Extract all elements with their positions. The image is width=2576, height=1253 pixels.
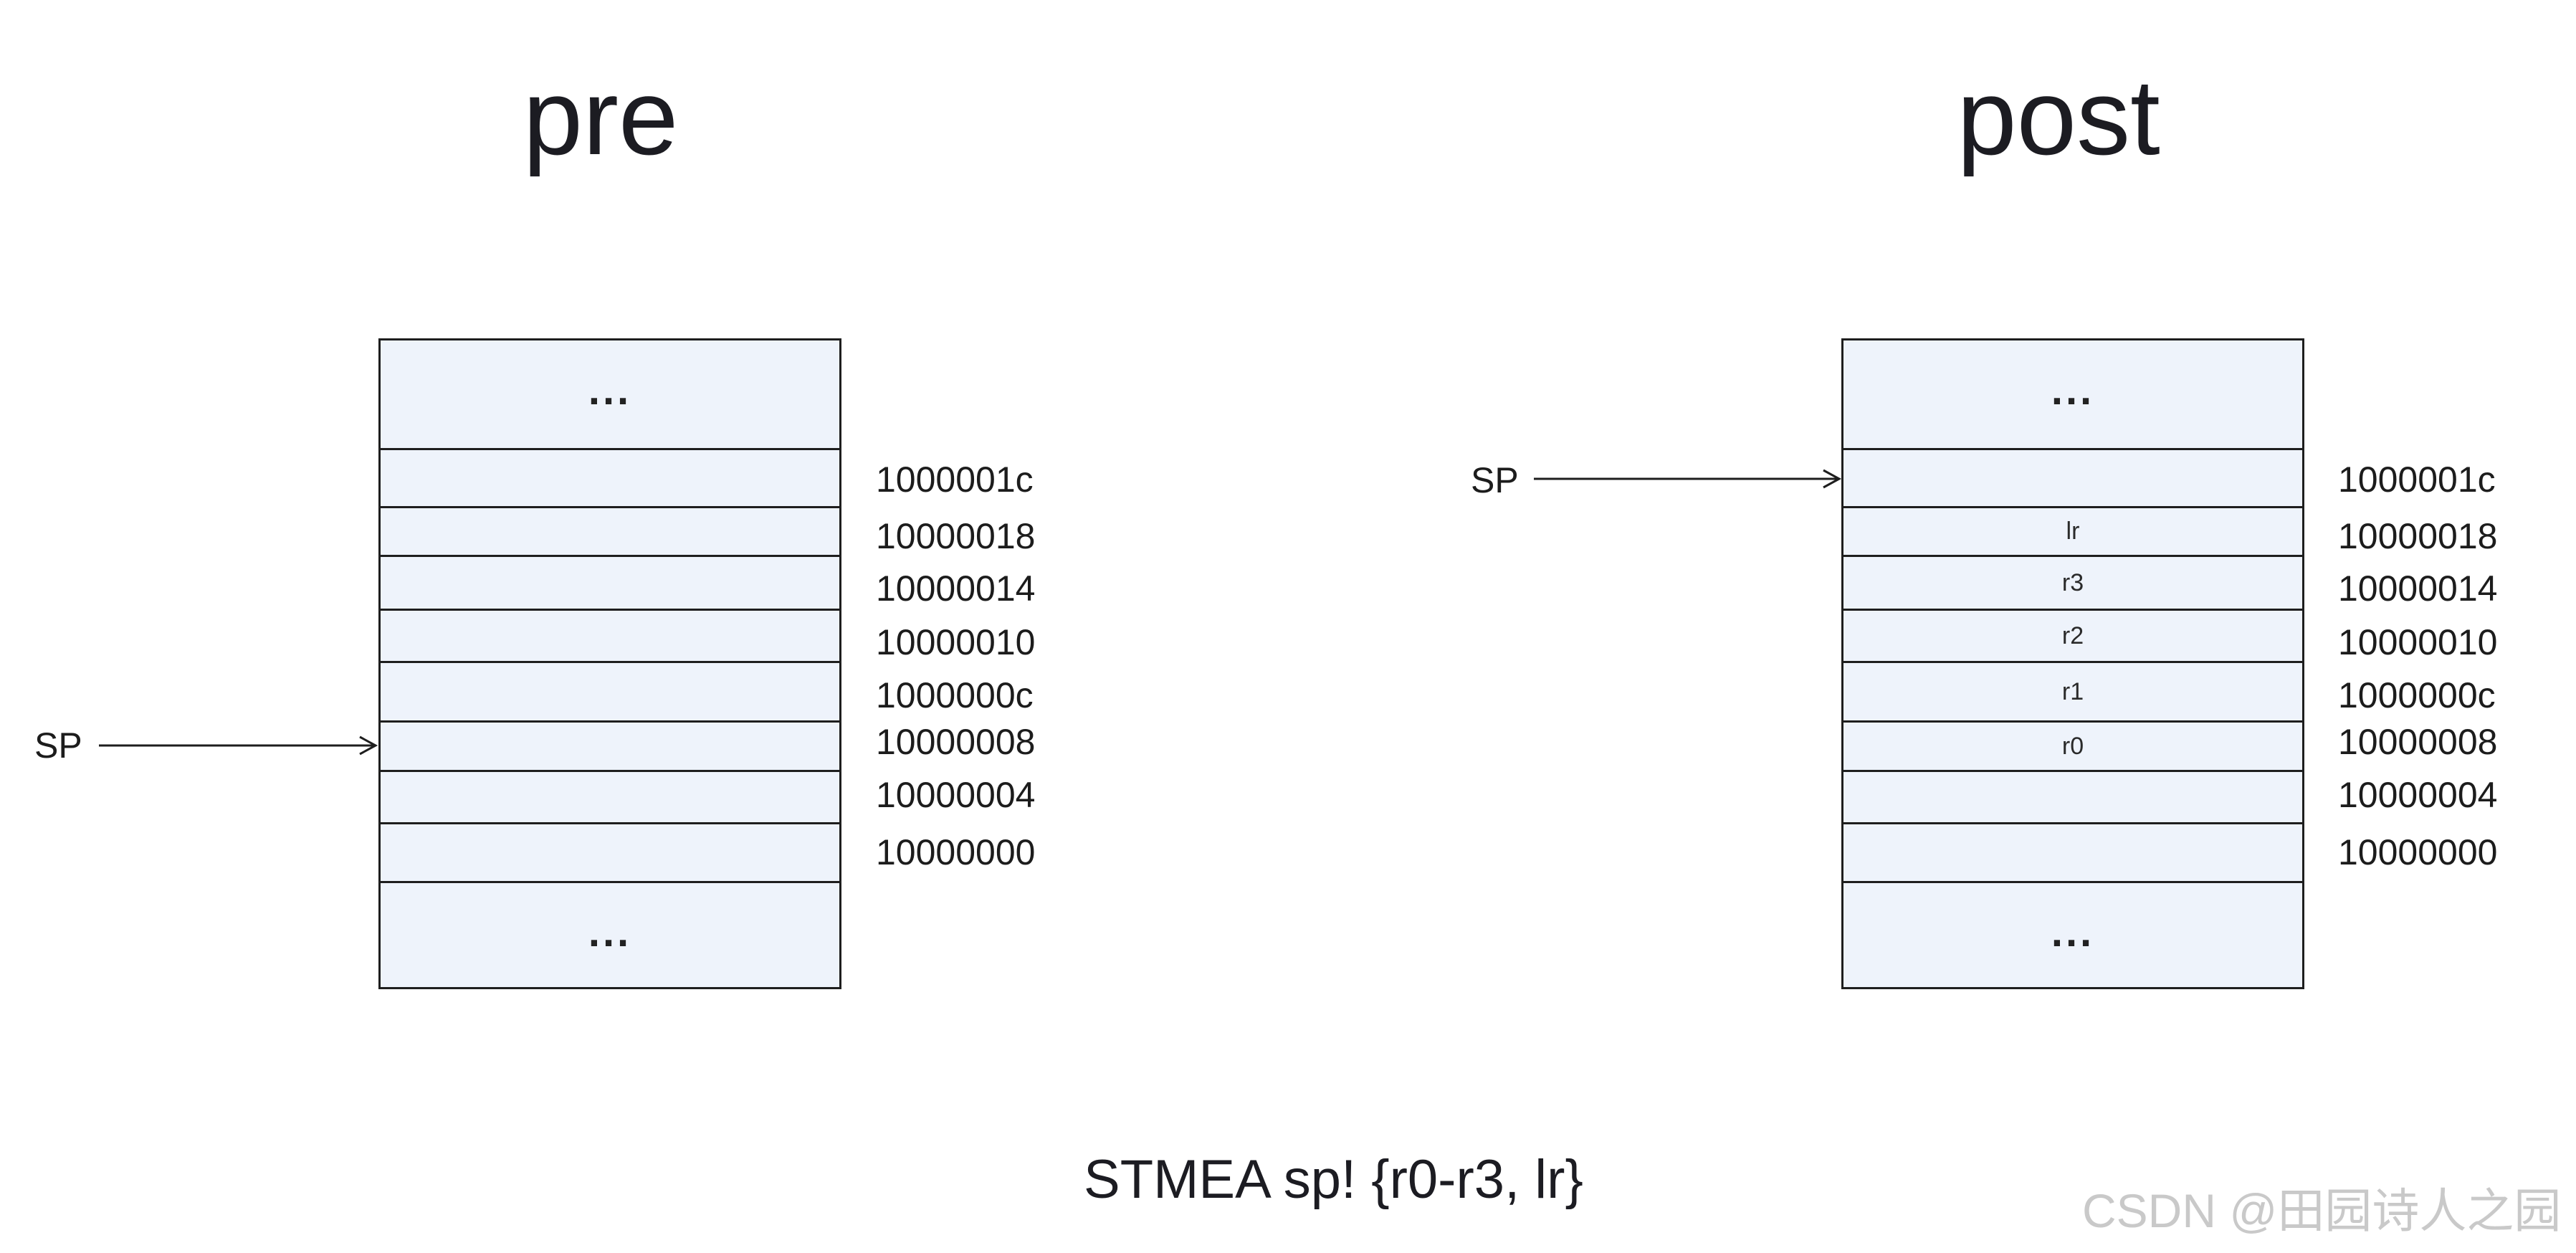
post-cell-10000000: [1843, 824, 2302, 883]
post-cell-1000001c: [1843, 450, 2302, 508]
watermark: CSDN @田园诗人之园: [2082, 1184, 2562, 1237]
pre-bottom-ellipsis-cell: ...: [381, 883, 839, 989]
post-address-1000001c: 1000001c: [2338, 459, 2496, 500]
pre-address-1000001c: 1000001c: [876, 459, 1034, 500]
post-top-ellipsis-cell: ...: [1843, 340, 2302, 450]
post-address-10000008: 10000008: [2338, 722, 2498, 762]
pre-cell-10000004: [381, 772, 839, 824]
post-cell-label-r2: r2: [2061, 621, 2084, 649]
pre-sp-label: SP: [34, 725, 82, 766]
post-address-10000014: 10000014: [2338, 568, 2498, 609]
post-cell-label-r3: r3: [2061, 568, 2084, 596]
pre-address-10000004: 10000004: [876, 775, 1036, 815]
pre-cell-10000000: [381, 824, 839, 883]
post-cell-label-r1: r1: [2061, 677, 2084, 705]
pre-top-ellipsis-cell: ...: [381, 340, 839, 450]
pre-cell-10000010: [381, 611, 839, 663]
post-sp-arrow: [1534, 469, 1842, 489]
post-cell-10000004: [1843, 772, 2302, 824]
post-sp-label: SP: [1471, 460, 1519, 500]
pre-cell-1000001c: [381, 450, 839, 508]
post-address-10000004: 10000004: [2338, 775, 2498, 815]
post-bottom-ellipsis-cell: ...: [1843, 883, 2302, 989]
pre-memory-stack: ... ...: [378, 338, 841, 989]
post-address-10000000: 10000000: [2338, 832, 2498, 872]
post-title: post: [1957, 57, 2160, 177]
post-cell-10000008: r0: [1843, 723, 2302, 772]
post-bottom-ellipsis: ...: [2051, 908, 2095, 956]
pre-title: pre: [523, 57, 679, 177]
pre-address-10000000: 10000000: [876, 832, 1036, 872]
pre-address-1000000c: 1000000c: [876, 675, 1034, 715]
pre-top-ellipsis: ...: [588, 366, 632, 414]
post-top-ellipsis: ...: [2051, 366, 2095, 414]
pre-bottom-ellipsis: ...: [588, 908, 632, 956]
pre-sp-arrow: [99, 735, 378, 756]
post-address-10000018: 10000018: [2338, 516, 2498, 556]
pre-cell-1000000c: [381, 663, 839, 723]
post-cell-label-lr: lr: [2066, 518, 2080, 545]
pre-cell-10000018: [381, 508, 839, 557]
post-cell-1000000c: r1: [1843, 663, 2302, 723]
post-address-1000000c: 1000000c: [2338, 675, 2496, 715]
pre-cell-10000008: [381, 723, 839, 772]
post-cell-10000014: r3: [1843, 557, 2302, 611]
pre-address-10000018: 10000018: [876, 516, 1036, 556]
post-cell-label-r0: r0: [2061, 732, 2084, 760]
post-cell-10000018: lr: [1843, 508, 2302, 557]
pre-cell-10000014: [381, 557, 839, 611]
pre-address-10000010: 10000010: [876, 622, 1036, 662]
post-address-10000010: 10000010: [2338, 622, 2498, 662]
pre-address-10000014: 10000014: [876, 568, 1036, 609]
pre-address-10000008: 10000008: [876, 722, 1036, 762]
post-memory-stack: ... lr r3 r2 r1 r0 ...: [1841, 338, 2304, 989]
post-cell-10000010: r2: [1843, 611, 2302, 663]
instruction-caption: STMEA sp! {r0-r3, lr}: [1084, 1149, 1583, 1210]
